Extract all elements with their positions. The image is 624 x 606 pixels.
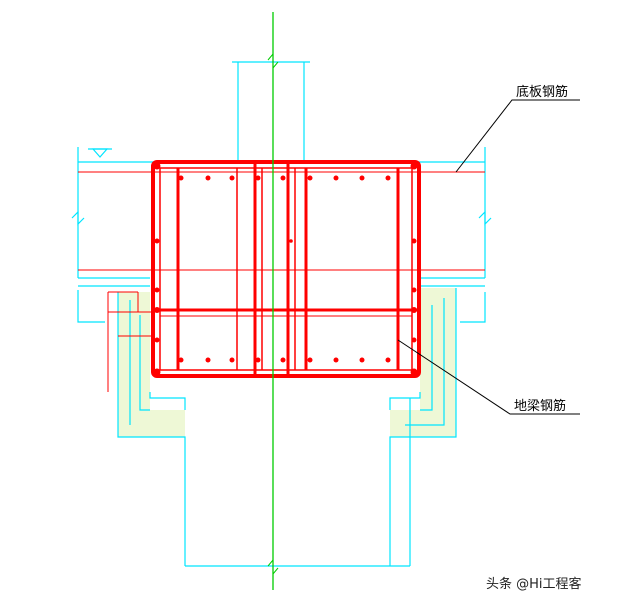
blinding-layer xyxy=(118,288,456,437)
center-axis xyxy=(267,12,279,590)
slab-rebar-leader xyxy=(455,99,580,173)
blinding-fill-right xyxy=(390,288,456,437)
beam-rebar-label: 地梁钢筋 xyxy=(514,398,566,414)
slab-rebar-label: 底板钢筋 xyxy=(516,84,568,100)
watermark: 头条 @Hi工程客 xyxy=(486,576,582,592)
beam-rebar-cage xyxy=(151,160,421,378)
leader-lines xyxy=(397,99,580,415)
rebar-bars xyxy=(153,162,418,376)
beam-rebar-leader xyxy=(397,339,580,415)
blinding-fill-left xyxy=(118,292,185,437)
